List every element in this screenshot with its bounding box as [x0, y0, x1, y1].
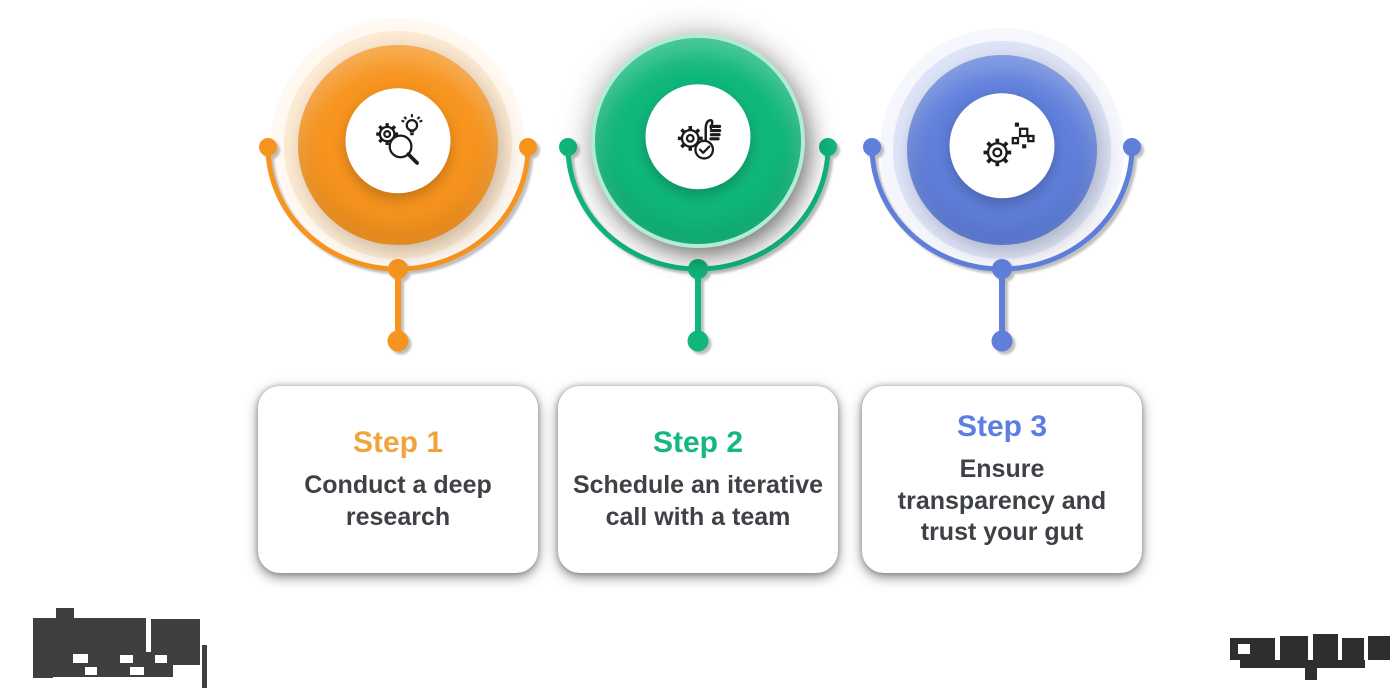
publisher-logo-pixelated — [33, 608, 207, 688]
connector-arc — [863, 138, 1141, 352]
step-description: Schedule an iterative call with a team — [572, 470, 824, 531]
step-icon-badge — [345, 88, 451, 194]
step-circle — [298, 45, 498, 245]
step-card: Step 3 Ensure transparency and trust you… — [862, 386, 1142, 573]
step-circle — [595, 38, 801, 244]
step-label: Step 1 — [352, 425, 444, 459]
step-group-3: Step 3 Ensure transparency and trust you… — [862, 0, 1142, 694]
step-label: Step 3 — [956, 409, 1048, 443]
step-icon-badge — [949, 93, 1055, 199]
step-group-2: Step 2 Schedule an iterative call with a… — [558, 0, 838, 694]
step-description: Ensure transparency and trust your gut — [897, 454, 1107, 547]
step-label: Step 2 — [652, 425, 744, 459]
step-card: Step 1 Conduct a deep research — [258, 386, 538, 573]
step-icon-badge — [645, 84, 751, 190]
connector-arc — [559, 138, 837, 352]
step-circle — [907, 55, 1097, 245]
gear-thumbs-up-approval-icon — [677, 118, 721, 160]
gear-digital-pixels-icon — [983, 122, 1035, 166]
connector-arc — [259, 138, 537, 352]
step-card: Step 2 Schedule an iterative call with a… — [558, 386, 838, 573]
step-group-1: Step 1 Conduct a deep research — [258, 0, 538, 694]
watermark-pixelated — [1230, 634, 1390, 680]
research-magnifier-gear-bulb-icon — [375, 113, 423, 165]
step-description: Conduct a deep research — [304, 470, 492, 531]
